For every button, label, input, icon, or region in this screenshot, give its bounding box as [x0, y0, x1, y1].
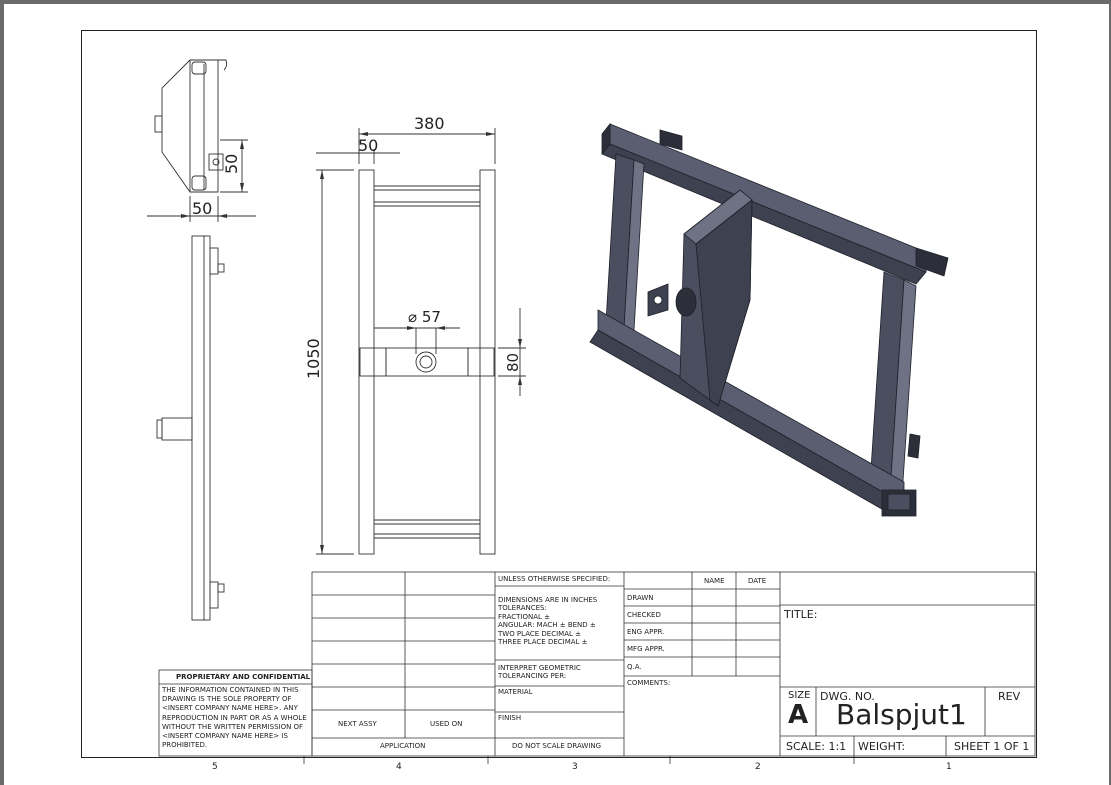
eng-appr-label: ENG APPR.: [627, 628, 665, 636]
checked-label: CHECKED: [627, 611, 661, 619]
finish-label: FINISH: [498, 714, 522, 722]
material-label: MATERIAL: [498, 688, 533, 696]
proprietary-line: WITHOUT THE WRITTEN PERMISSION OF: [162, 722, 304, 731]
dim-block-height: 80: [504, 352, 522, 372]
proprietary-line: DRAWING IS THE SOLE PROPERTY OF: [162, 695, 292, 704]
spec-line: DIMENSIONS ARE IN INCHES: [498, 596, 598, 604]
tolerance-text: DIMENSIONS ARE IN INCHES TOLERANCES: FRA…: [498, 596, 597, 646]
interpret-line: TOLERANCING PER:: [498, 672, 567, 681]
spec-line: TWO PLACE DECIMAL ±: [498, 629, 581, 638]
spec-line: ANGULAR: MACH ± BEND ±: [498, 621, 596, 630]
do-not-scale-label: DO NOT SCALE DRAWING: [512, 742, 602, 750]
drawing-sheet: 50 50 380 50 1050 ⌀ 57 80 PROPRIETARY AN…: [4, 4, 1109, 785]
size-value: A: [788, 700, 809, 730]
proprietary-line: REPRODUCTION IN PART OR AS A WHOLE: [162, 713, 307, 722]
zone-1: 1: [946, 762, 952, 772]
application-label: APPLICATION: [380, 742, 426, 750]
size-label: SIZE: [788, 690, 811, 701]
dim-post-width: 50: [358, 136, 379, 155]
dwg-no-value: Balspjut1: [836, 698, 967, 731]
zone-4: 4: [396, 762, 402, 772]
dim-hole-diameter: ⌀ 57: [408, 308, 441, 326]
spec-line: FRACTIONAL ±: [498, 612, 551, 621]
drawing-border: [81, 30, 1037, 758]
dim-side-height: 50: [222, 153, 241, 174]
title-label: TITLE:: [784, 608, 818, 621]
dimension-arrows: [181, 132, 522, 554]
dwg-no-label: DWG. NO.: [820, 690, 875, 703]
side-view-long: [156, 235, 225, 621]
dim-hole-value: 57: [421, 308, 441, 326]
drawn-label: DRAWN: [627, 594, 654, 602]
qa-label: Q.A.: [627, 663, 642, 671]
proprietary-line: THE INFORMATION CONTAINED IN THIS: [162, 686, 299, 694]
spec-line: TOLERANCES:: [498, 604, 547, 613]
zone-5: 5: [212, 762, 218, 772]
title-block-grid: [158, 571, 1036, 764]
dim-side-width: 50: [192, 199, 213, 218]
front-view: [316, 128, 526, 555]
mfg-appr-label: MFG APPR.: [627, 645, 665, 653]
proprietary-text: THE INFORMATION CONTAINED IN THIS DRAWIN…: [162, 686, 307, 750]
dim-overall-width: 380: [414, 114, 445, 133]
sheet-label: SHEET 1 OF 1: [954, 740, 1030, 753]
zone-2: 2: [755, 762, 761, 772]
interpret-text: INTERPRET GEOMETRIC TOLERANCING PER:: [498, 664, 581, 681]
used-on-label: USED ON: [430, 720, 463, 728]
proprietary-heading: PROPRIETARY AND CONFIDENTIAL: [176, 673, 311, 681]
date-header: DATE: [748, 577, 767, 585]
name-header: NAME: [704, 577, 725, 585]
technical-views: [147, 59, 1036, 764]
isometric-view: [589, 122, 949, 517]
proprietary-line: <INSERT COMPANY NAME HERE>. ANY: [162, 704, 298, 713]
proprietary-line: PROHIBITED.: [162, 741, 208, 750]
comments-label: COMMENTS:: [627, 679, 671, 687]
rev-label: REV: [998, 690, 1021, 703]
next-assy-label: NEXT ASSY: [338, 720, 377, 728]
scale-label: SCALE: 1:1: [786, 740, 847, 753]
spec-line: THREE PLACE DECIMAL ±: [498, 638, 588, 647]
unless-specified: UNLESS OTHERWISE SPECIFIED:: [498, 575, 611, 583]
weight-label: WEIGHT:: [858, 740, 906, 753]
dim-height: 1050: [304, 338, 323, 379]
interpret-line: INTERPRET GEOMETRIC: [498, 664, 581, 672]
zone-3: 3: [572, 762, 578, 772]
side-view-top: [147, 59, 256, 222]
proprietary-line: <INSERT COMPANY NAME HERE> IS: [162, 732, 288, 741]
